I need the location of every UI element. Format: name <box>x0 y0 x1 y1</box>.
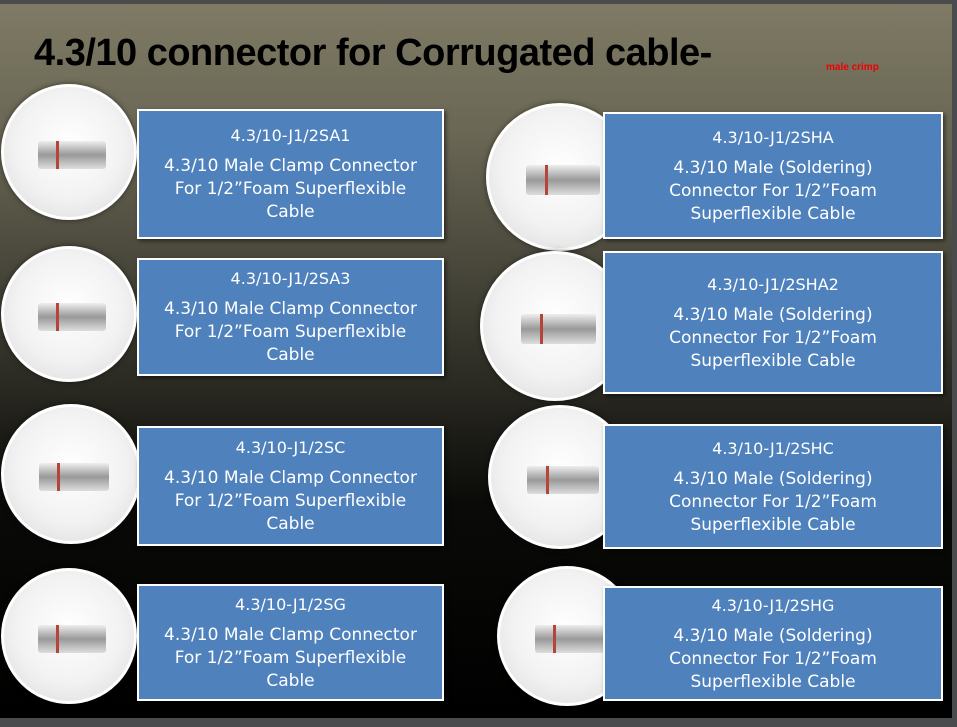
connector-icon <box>535 625 605 653</box>
product-description-line: Connector For 1/2”Foam <box>669 180 877 201</box>
product-photo <box>1 404 141 544</box>
product-card: 4.3/10-J1/2SHA2 4.3/10 Male (Soldering)Co… <box>603 251 943 394</box>
product-card: 4.3/10-J1/2SHG 4.3/10 Male (Soldering)Con… <box>603 586 943 701</box>
product-description-line: Superflexible Cable <box>690 671 856 692</box>
product-card: 4.3/10-J1/2SHA 4.3/10 Male (Soldering)Con… <box>603 112 943 239</box>
connector-icon <box>38 625 106 653</box>
product-description-line: For 1/2”Foam Superflexible <box>174 491 407 511</box>
product-code: 4.3/10-J1/2SHA2 <box>707 274 839 294</box>
product-code: 4.3/10-J1/2SHG <box>711 595 835 615</box>
product-description-line: For 1/2”Foam Superflexible <box>174 179 407 199</box>
product-description-line: 4.3/10 Male (Soldering) <box>673 625 873 646</box>
product-card: 4.3/10-J1/2SHC 4.3/10 Male (Soldering)Con… <box>603 424 943 549</box>
product-description-line: Cable <box>266 202 315 222</box>
product-card: 4.3/10-J1/2SA1 4.3/10 Male Clamp Connecto… <box>137 109 444 239</box>
product-description-line: For 1/2”Foam Superflexible <box>174 322 407 342</box>
connector-icon <box>39 463 109 491</box>
seal-ring-icon <box>545 165 549 195</box>
product-description-line: Cable <box>266 345 315 365</box>
slide: 4.3/10 connector for Corrugated cable- m… <box>0 4 952 718</box>
seal-ring-icon <box>55 141 59 169</box>
product-photo <box>1 246 137 382</box>
product-description-line: 4.3/10 Male Clamp Connector <box>164 156 417 176</box>
product-description-line: Connector For 1/2”Foam <box>669 327 877 348</box>
product-description-line: 4.3/10 Male Clamp Connector <box>164 624 417 645</box>
product-description-line: Superflexible Cable <box>690 203 856 224</box>
product-code: 4.3/10-J1/2SHA <box>712 127 834 147</box>
product-description-line: Cable <box>266 670 315 691</box>
connector-icon <box>526 165 600 195</box>
product-photo <box>1 84 137 220</box>
connector-icon <box>38 303 106 331</box>
connector-icon <box>520 314 596 344</box>
product-card: 4.3/10-J1/2SC 4.3/10 Male Clamp Connector… <box>137 426 444 546</box>
product-description-line: 4.3/10 Male (Soldering) <box>673 157 873 178</box>
product-code: 4.3/10-J1/2SA1 <box>230 126 351 145</box>
product-description-line: 4.3/10 Male (Soldering) <box>673 468 873 489</box>
slide-title: 4.3/10 connector for Corrugated cable- <box>34 32 712 74</box>
product-description-line: Superflexible Cable <box>690 514 856 535</box>
product-description-line: 4.3/10 Male Clamp Connector <box>164 468 417 488</box>
seal-ring-icon <box>55 625 59 653</box>
product-description-line: 4.3/10 Male (Soldering) <box>673 304 873 325</box>
product-description-line: Connector For 1/2”Foam <box>669 648 877 669</box>
product-code: 4.3/10-J1/2SG <box>235 594 346 614</box>
connector-icon <box>527 465 599 495</box>
seal-ring-icon <box>57 463 61 491</box>
product-card: 4.3/10-J1/2SG 4.3/10 Male Clamp Connector… <box>137 584 444 701</box>
product-description-line: 4.3/10 Male Clamp Connector <box>164 299 417 319</box>
product-description-line: Cable <box>266 514 315 534</box>
product-description-line: Connector For 1/2”Foam <box>669 491 877 512</box>
product-photo <box>1 568 137 704</box>
seal-ring-icon <box>55 303 59 331</box>
product-code: 4.3/10-J1/2SA3 <box>230 269 351 288</box>
product-description-line: For 1/2”Foam Superflexible <box>174 647 407 668</box>
product-code: 4.3/10-J1/2SHC <box>712 438 834 458</box>
seal-ring-icon <box>540 314 543 344</box>
product-card: 4.3/10-J1/2SA3 4.3/10 Male Clamp Connecto… <box>137 258 444 376</box>
seal-ring-icon <box>545 465 549 495</box>
product-code: 4.3/10-J1/2SC <box>235 438 346 457</box>
product-description-line: Superflexible Cable <box>690 350 856 371</box>
slide-subtitle: male crimp <box>826 62 879 73</box>
seal-ring-icon <box>553 625 557 653</box>
connector-icon <box>38 141 106 169</box>
